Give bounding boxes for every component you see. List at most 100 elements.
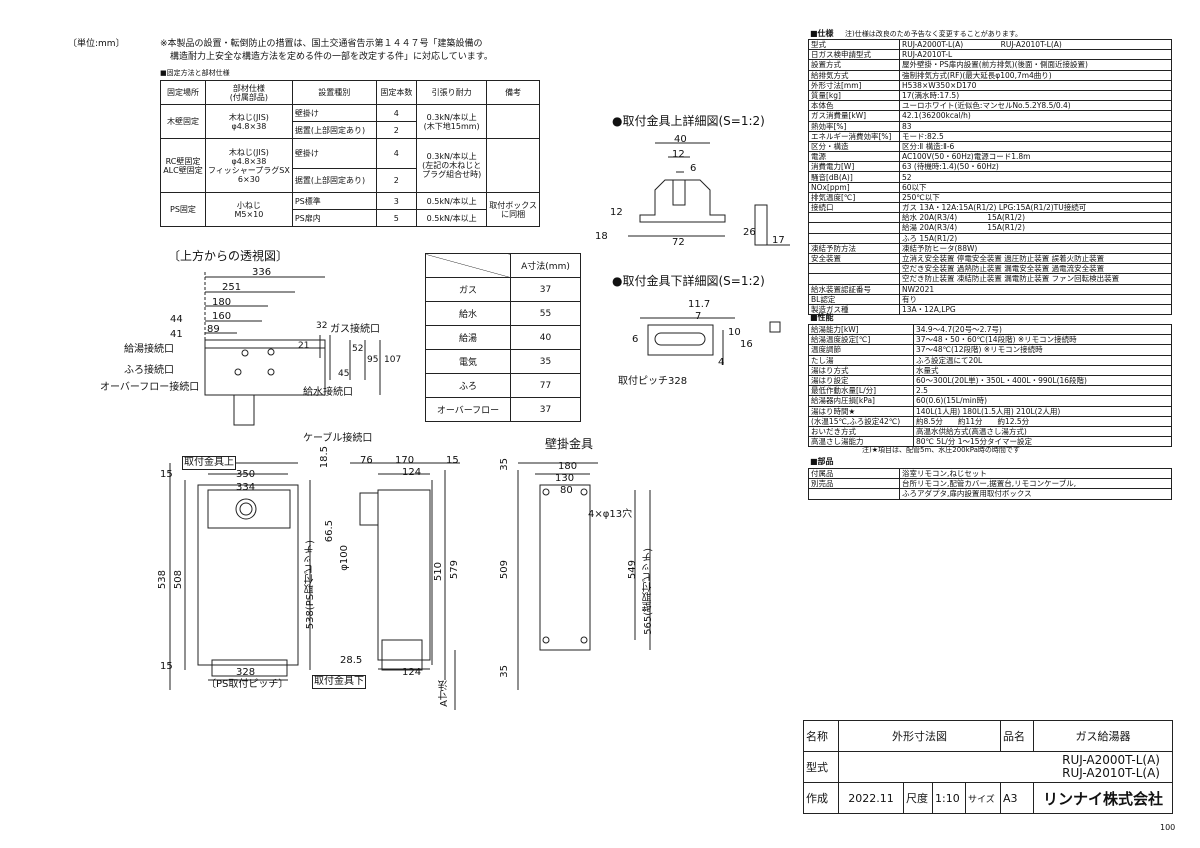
spec-value: RUJ-A2000T-L(A) RUJ-A2010T-L(A) bbox=[899, 38, 1172, 51]
spec-row: エネルギー消費効率[%]モード:82.5 bbox=[808, 130, 1172, 142]
a-row-value: 37 bbox=[510, 397, 581, 422]
label-overflow: オーバーフロー接続口 bbox=[100, 382, 200, 393]
spec-value: 60以下 bbox=[899, 181, 1172, 193]
lb-dim-16: 16 bbox=[740, 339, 753, 350]
spec-value: 有り bbox=[899, 293, 1172, 305]
dim-160: 160 bbox=[212, 311, 232, 322]
tb-size-value: A3 bbox=[1000, 782, 1034, 814]
performance-label: 湯はり方式 bbox=[808, 364, 914, 376]
ub-dim-18: 18 bbox=[595, 231, 608, 242]
ub-dim-72: 72 bbox=[672, 237, 685, 248]
sv-dim-285: 28.5 bbox=[340, 655, 363, 666]
fv-dim-508: 508 bbox=[173, 570, 184, 590]
sv-dim-phi100: φ100 bbox=[339, 545, 350, 571]
label-bracket-top: 取付金具上 bbox=[182, 456, 236, 470]
tb-company: リンナイ株式会社 bbox=[1033, 782, 1173, 814]
fixing-table: 固定場所 部材仕様(付属部品) 設置種別 固定本数 引張り耐力 備考 木壁固定 … bbox=[160, 80, 540, 227]
spec-label bbox=[808, 222, 900, 234]
performance-value: 37〜48℃(12段階) ※リモコン接続時 bbox=[913, 344, 1172, 356]
fix-cell: 据置(上部固定あり) bbox=[291, 168, 377, 193]
sv-dim-15: 15 bbox=[446, 455, 459, 466]
fix-cell: PS扉内 bbox=[291, 209, 377, 227]
fix-cell: 4 bbox=[375, 138, 418, 169]
fv-dim-334: 334 bbox=[236, 482, 256, 493]
tb-size-label: サイズ bbox=[965, 782, 1001, 814]
side-view-body bbox=[377, 489, 431, 661]
dim-107: 107 bbox=[384, 355, 402, 365]
tb-product-value: ガス給湯器 bbox=[1033, 720, 1173, 752]
spec-row: 熱効率[%]83 bbox=[808, 120, 1172, 132]
fv-dim-15: 15 bbox=[160, 469, 173, 480]
fix-cell: PS固定 bbox=[160, 192, 206, 227]
dim-336: 336 bbox=[252, 267, 272, 278]
ub-dim-40: 40 bbox=[674, 134, 687, 145]
ub-dim-26: 26 bbox=[743, 227, 756, 238]
a-row-value: 40 bbox=[510, 325, 581, 350]
spec-value: 42.1(36200kcal/h) bbox=[899, 110, 1172, 122]
fix-cell: 2 bbox=[375, 168, 418, 193]
spec-value: RUJ-A2010T-L bbox=[899, 49, 1172, 61]
wb-dim-130: 130 bbox=[555, 473, 575, 484]
spec-value: 立消え安全装置 停電安全装置 過圧防止装置 誤着火防止装置 bbox=[899, 252, 1172, 265]
wb-dim-549: 549 bbox=[627, 560, 638, 580]
wb-dim-35b: 35 bbox=[499, 665, 510, 678]
a-row-label: ふろ bbox=[425, 373, 511, 398]
fv-dim-15b: 15 bbox=[160, 661, 173, 672]
dim-45: 45 bbox=[338, 369, 350, 379]
wall-bracket-title: 壁掛金具 bbox=[545, 437, 594, 451]
spec-value: 83 bbox=[899, 120, 1172, 132]
performance-table: 給湯能力[kW]34.9〜4.7(20号〜2.7号)給湯温度設定[℃]37〜48… bbox=[808, 323, 1172, 448]
spec-value: H538×W350×D170 bbox=[899, 79, 1172, 91]
spec-row: BL認定有り bbox=[808, 293, 1172, 305]
lower-bracket-shape bbox=[647, 324, 714, 356]
spec-label bbox=[808, 273, 900, 285]
a-row-label: 給湯 bbox=[425, 325, 511, 350]
performance-value: 60〜300L(20L単)・350L・400L・990L(16段階) bbox=[913, 374, 1172, 387]
performance-row: おいだき方式高温水供給方式(高温さし湯方式) bbox=[808, 425, 1172, 438]
spec-value: 区分:Ⅱ 構造:Ⅱ-6 bbox=[899, 140, 1172, 153]
fix-cell: 木ねじ(JIS)φ4.8×38 bbox=[204, 104, 293, 139]
performance-label: 温度調節 bbox=[808, 344, 914, 356]
spec-label: 安全装置 bbox=[808, 252, 900, 265]
performance-value: ふろ設定温にて20L bbox=[913, 354, 1172, 366]
fv-dim-328: 328 bbox=[236, 667, 256, 678]
spec-row: 給湯 20A(R3/4) 15A(R1/2) bbox=[808, 222, 1172, 234]
performance-value: 高温水供給方式(高温さし湯方式) bbox=[913, 425, 1172, 438]
parts-label: 付属品 bbox=[808, 467, 900, 480]
sv-dim-a: A寸法 bbox=[439, 680, 450, 707]
spec-row: 給排気方式強制排気方式(RF)(最大延長φ100,7m4曲り) bbox=[808, 69, 1172, 81]
spec-row: ガス消費量[kW]42.1(36200kcal/h) bbox=[808, 110, 1172, 122]
spec-value: ガス 13A・12A:15A(R1/2) LPG:15A(R1/2)TU接続可 bbox=[899, 201, 1172, 214]
performance-row: 給湯器内圧損[kPa]60(0.6)(15L/min時) bbox=[808, 395, 1172, 407]
spec-value: AC100V(50・60Hz)電源コード1.8m bbox=[899, 151, 1172, 163]
performance-label: (水温15℃,ふろ設定42℃) bbox=[808, 415, 914, 427]
spec-label: エネルギー消費効率[%] bbox=[808, 130, 900, 142]
lb-pitch: 取付ピッチ328 bbox=[618, 376, 688, 387]
spec-label: NOx[ppm] bbox=[808, 181, 900, 193]
performance-row: (水温15℃,ふろ設定42℃)約8.5分 約11分 約12.5分 bbox=[808, 415, 1172, 427]
performance-value: 60(0.6)(15L/min時) bbox=[913, 395, 1172, 407]
dim-89: 89 bbox=[207, 324, 220, 335]
performance-value: 水量式 bbox=[913, 364, 1172, 376]
model-value-1: RUJ-A2000T-L(A) bbox=[1062, 753, 1160, 767]
performance-row: 湯はり方式水量式 bbox=[808, 364, 1172, 376]
dim-180: 180 bbox=[212, 297, 232, 308]
label-bath: ふろ接続口 bbox=[124, 365, 174, 376]
lb-dim-10: 10 bbox=[728, 327, 741, 338]
spec-row: 排気温度[℃]250℃以下 bbox=[808, 191, 1172, 204]
front-view-body bbox=[197, 484, 299, 666]
spec-row: 本体色ユーロホワイト(近似色:マンセルNo.5.2Y8.5/0.4) bbox=[808, 100, 1172, 112]
performance-row: 最低作動水量[L/分]2.5 bbox=[808, 385, 1172, 397]
a-row-label: オーバーフロー bbox=[425, 397, 511, 422]
dim-32: 32 bbox=[316, 321, 328, 331]
spec-row: 給水 20A(R3/4) 15A(R1/2) bbox=[808, 212, 1172, 224]
top-view-title: 〔上方からの透視図〕 bbox=[168, 249, 289, 263]
spec-value: 17(満水時:17.5) bbox=[899, 89, 1172, 102]
spec-label: BL認定 bbox=[808, 293, 900, 305]
dim-44: 44 bbox=[170, 314, 183, 325]
wb-dim-35: 35 bbox=[499, 458, 510, 471]
